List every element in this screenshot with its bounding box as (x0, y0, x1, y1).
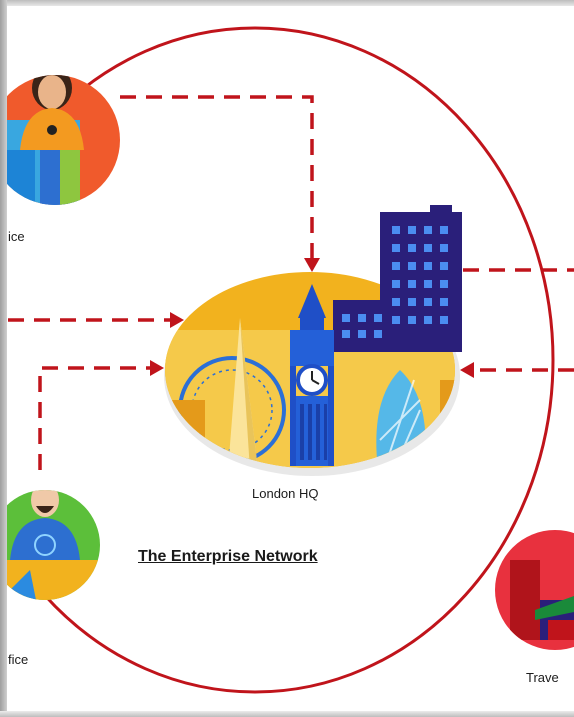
arrow-left-icon (460, 362, 474, 378)
bottom-right-node-label: Trave (526, 670, 559, 685)
arrow-right-icon (150, 360, 164, 376)
arrow-down-icon (304, 258, 320, 272)
enterprise-boundary (0, 26, 555, 694)
arrowheads (150, 258, 474, 378)
bottom-left-node-label: fice (8, 652, 29, 667)
diagram-title: The Enterprise Network (138, 548, 318, 565)
top-left-office-node (0, 75, 120, 205)
connector-bottom-left-to-hq (38, 366, 150, 470)
top-left-node-label: ice (8, 229, 25, 244)
bottom-right-travel-node (495, 530, 574, 650)
big-ben-icon (290, 284, 334, 466)
connector-top-left-to-hq (120, 95, 314, 260)
dashed-connectors (8, 95, 574, 470)
arrow-right-icon (170, 312, 184, 328)
frame-left-edge (0, 0, 7, 717)
london-hq-illustration (164, 205, 462, 476)
hq-node-label: London HQ (252, 486, 319, 501)
bottom-left-office-node (0, 490, 100, 600)
frame-bottom-edge (0, 711, 574, 717)
frame-top-edge (0, 0, 574, 6)
